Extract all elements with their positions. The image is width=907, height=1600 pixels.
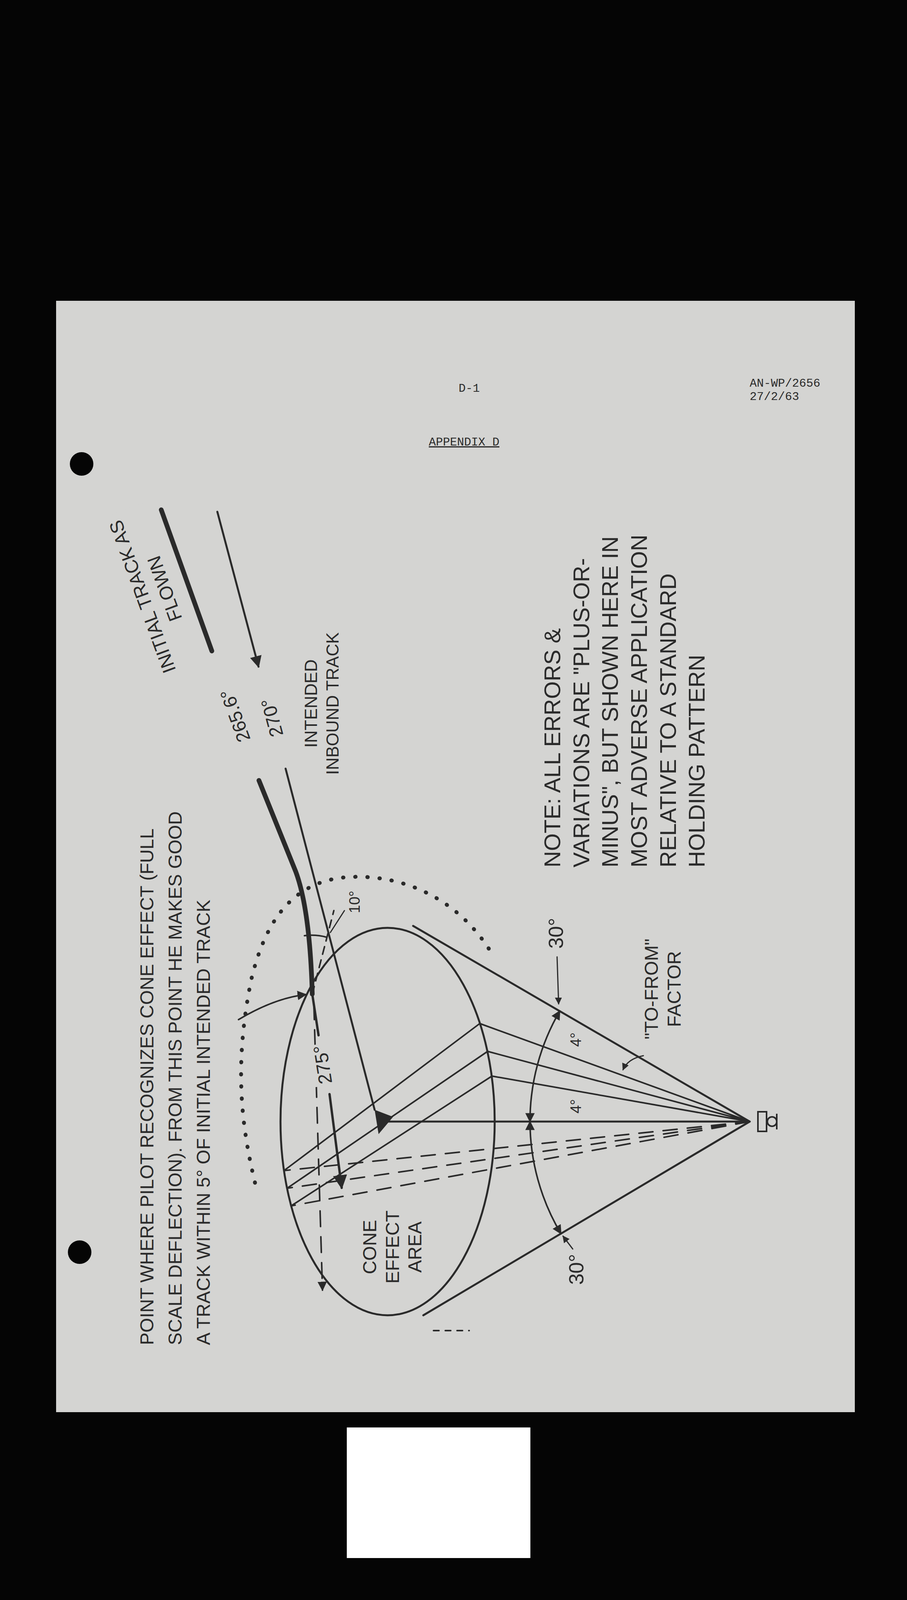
angle-arc <box>529 1121 561 1235</box>
angle-arc <box>529 1011 560 1122</box>
factor-label: "TO-FROM" FACTOR <box>640 925 686 1054</box>
bearing-label: 265.6° <box>214 684 257 747</box>
beacon-symbol <box>767 1117 777 1127</box>
leader-line <box>622 1056 644 1071</box>
angle-label: 4° <box>567 1098 586 1116</box>
intended-track <box>217 511 259 667</box>
flown-track <box>312 994 319 1036</box>
holding-pattern-dots <box>241 877 495 1184</box>
angle-label: 10° <box>346 889 365 915</box>
angle-arc <box>304 935 327 938</box>
station-triangle <box>374 1110 394 1135</box>
dash-marks <box>433 1330 470 1332</box>
page-number: D-1 <box>457 381 482 396</box>
punch-hole <box>69 452 94 476</box>
area-label: CONE EFFECT AREA <box>358 1204 427 1291</box>
beacon-symbol <box>757 1112 767 1132</box>
beacon-symbol <box>766 1114 777 1130</box>
bearing-label: 275° <box>308 1042 338 1088</box>
bearing-label: 270° <box>255 694 289 742</box>
angle-label: 30° <box>564 1253 589 1288</box>
leader-line <box>330 910 345 933</box>
hidden-line <box>284 1121 750 1207</box>
callout-note: POINT WHERE PILOT RECOGNIZES CONE EFFECT… <box>132 794 218 1348</box>
to-from-line <box>479 1023 750 1122</box>
track-label: INITIAL TRACK AS FLOWN <box>101 502 206 684</box>
intended-track <box>285 768 375 1111</box>
dashed-track <box>312 910 334 995</box>
angle-label: 30° <box>543 916 569 951</box>
film-marker <box>346 1427 531 1559</box>
angle-label: 4° <box>567 1031 586 1049</box>
note-text: NOTE: ALL ERRORS & VARIATIONS ARE "PLUS-… <box>537 513 712 870</box>
document-ref: AN-WP/2656 <box>748 376 822 391</box>
appendix-heading: APPENDIX D <box>427 435 501 450</box>
punch-hole <box>67 1240 92 1265</box>
paper-sheet <box>56 300 855 1413</box>
flown-track <box>329 1094 342 1189</box>
beacon-symbol <box>757 1112 777 1132</box>
leader-line <box>562 1236 573 1250</box>
to-from-chord <box>284 1023 492 1207</box>
leader-line <box>238 994 306 1020</box>
flown-track <box>258 780 313 995</box>
leader-line <box>557 957 559 1005</box>
cone-axis <box>386 1121 750 1124</box>
track-label: INTENDED INBOUND TRACK <box>300 617 344 790</box>
document-date: 27/2/63 <box>748 389 801 405</box>
